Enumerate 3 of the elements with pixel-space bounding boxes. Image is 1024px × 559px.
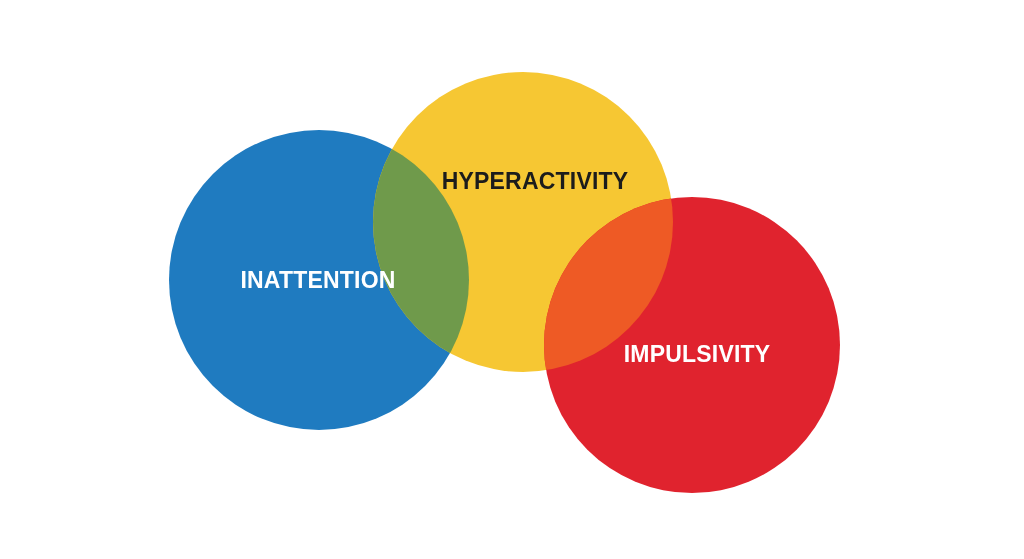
circle-label: IMPULSIVITY	[623, 340, 771, 368]
circle-label: HYPERACTIVITY	[441, 167, 629, 195]
circle-label: INATTENTION	[240, 266, 396, 294]
